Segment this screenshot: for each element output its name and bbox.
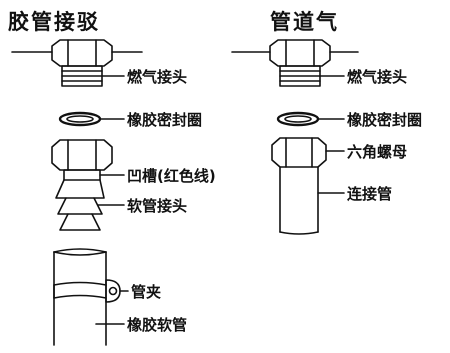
label-left-hose-connector: 软管接头 (127, 197, 188, 215)
right-hex-nut-part (271, 137, 345, 168)
label-left-hose-clamp: 管夹 (131, 283, 162, 301)
label-left-gas-fitting: 燃气接头 (127, 68, 188, 86)
right-connecting-pipe-part (279, 166, 345, 235)
left-washer-part (58, 111, 125, 127)
left-barbed-connector-part (55, 179, 125, 231)
title-pipe-gas: 管道气 (270, 10, 339, 34)
label-right-gas-fitting: 燃气接头 (347, 68, 408, 86)
left-gas-fitting-part (51, 39, 125, 87)
label-right-hex-nut: 六角螺母 (347, 143, 408, 161)
label-right-rubber-washer: 橡胶密封圈 (347, 111, 423, 129)
title-hose-connection: 胶管接驳 (8, 10, 100, 34)
right-washer-part (276, 111, 345, 127)
right-gas-fitting-part (269, 39, 345, 87)
left-hose-clamp-part (53, 279, 129, 303)
label-left-rubber-hose: 橡胶软管 (127, 316, 188, 334)
left-hex-nut-part (51, 139, 125, 181)
label-right-connecting-pipe: 连接管 (347, 185, 393, 203)
label-left-rubber-washer: 橡胶密封圈 (127, 111, 203, 129)
label-left-groove: 凹槽(红色线) (127, 167, 216, 185)
